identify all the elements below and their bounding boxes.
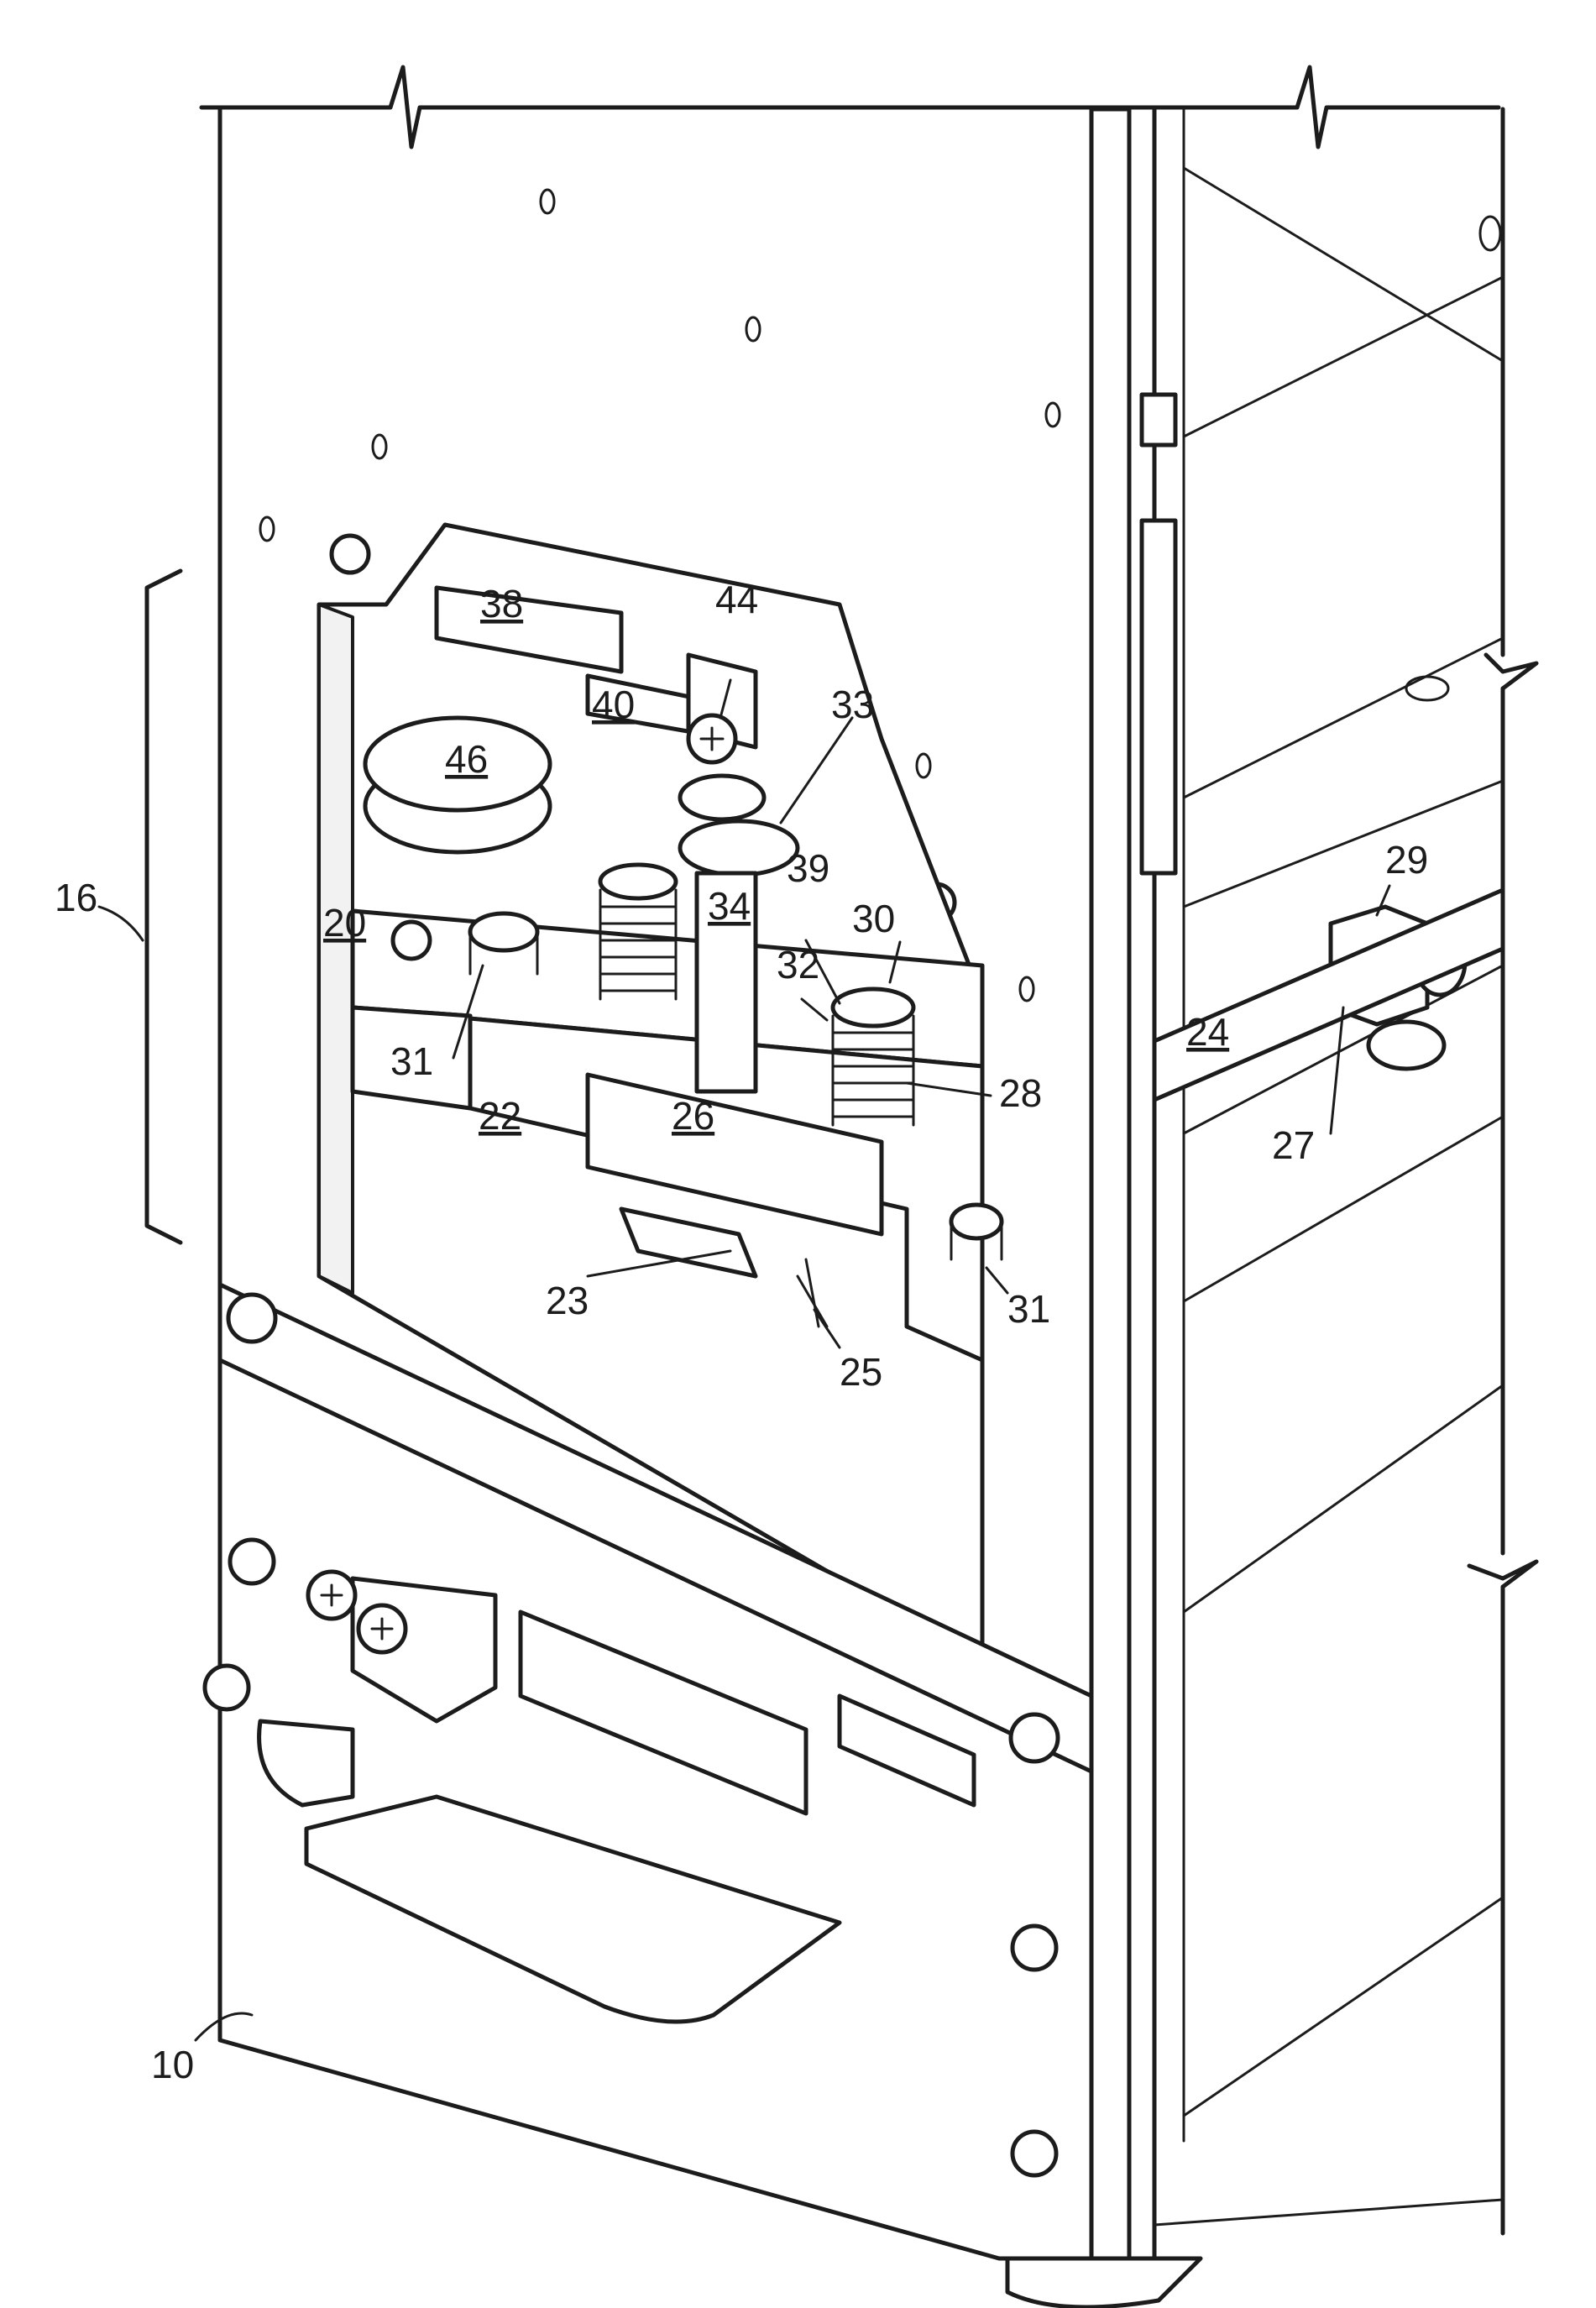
label-23: 23 xyxy=(546,1279,589,1322)
label-26: 26 xyxy=(672,1094,714,1138)
label-25: 25 xyxy=(840,1350,882,1394)
label-22: 22 xyxy=(479,1094,521,1138)
bolt-small xyxy=(393,922,430,959)
lower-bar-bolt-right xyxy=(1011,1714,1058,1761)
label-27: 27 xyxy=(1272,1123,1315,1167)
label-32: 32 xyxy=(777,943,819,987)
label-46: 46 xyxy=(445,737,488,781)
label-28: 28 xyxy=(999,1071,1042,1115)
bottom-bolt-1 xyxy=(1013,1926,1056,1970)
side-rail xyxy=(319,604,353,1293)
label-38: 38 xyxy=(480,582,523,625)
label-34: 34 xyxy=(708,884,751,928)
left-bolt-1 xyxy=(230,1540,274,1583)
pull-handle xyxy=(306,1797,840,2022)
label-24: 24 xyxy=(1186,1010,1229,1054)
top-break-line xyxy=(201,67,1499,147)
label-30: 30 xyxy=(852,897,895,940)
right-cabinet xyxy=(1129,109,1536,2258)
label-44: 44 xyxy=(715,578,758,621)
label-16: 16 xyxy=(55,876,97,919)
label-40: 40 xyxy=(592,683,635,726)
bottom-bolt-2 xyxy=(1013,2132,1056,2175)
lower-bar-bolt-left xyxy=(228,1295,275,1342)
label-29: 29 xyxy=(1385,838,1428,882)
label-31a: 31 xyxy=(390,1039,433,1083)
label-31b: 31 xyxy=(1007,1287,1050,1331)
left-bolt-2 xyxy=(205,1666,249,1709)
bracket-16 xyxy=(147,571,181,1243)
label-10: 10 xyxy=(151,2043,194,2086)
label-33: 33 xyxy=(831,683,874,726)
label-39: 39 xyxy=(787,846,829,890)
label-20: 20 xyxy=(323,901,366,945)
